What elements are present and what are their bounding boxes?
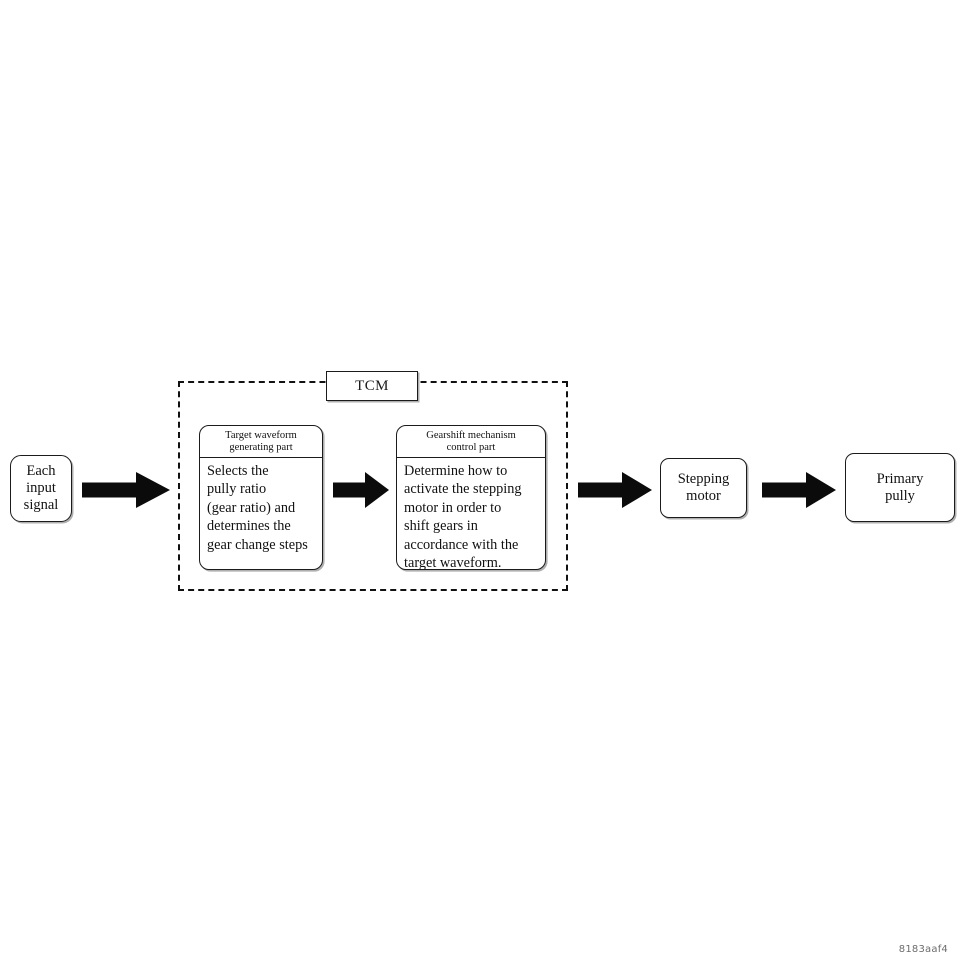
module-target-waveform-body-line-1: Selects the (207, 462, 269, 479)
module-target-waveform-header: Target waveform generating part (200, 426, 322, 458)
module-target-waveform-body-line-2: pully ratio (207, 481, 267, 498)
node-each-input-signal-line-1: Each (26, 463, 56, 480)
module-gearshift-mechanism-header: Gearshift mechanism control part (397, 426, 545, 458)
module-target-waveform-body-line-5: gear change steps (207, 536, 308, 553)
node-each-input-signal-line-3: signal (23, 496, 59, 513)
node-primary-pully[interactable]: Primary pully (845, 453, 955, 522)
module-target-waveform-generating-part[interactable]: Target waveform generating part Selects … (199, 425, 323, 570)
module-gearshift-mechanism-body-line-2: activate the stepping (404, 481, 522, 498)
tcm-group-label: TCM (326, 371, 418, 401)
node-each-input-signal-line-2: input (26, 480, 56, 497)
module-gearshift-mechanism-body-line-5: accordance with the (404, 536, 519, 553)
module-gearshift-mechanism-header-line-2: control part (446, 441, 496, 453)
node-primary-pully-line-1: Primary (876, 470, 924, 487)
module-gearshift-mechanism-body-line-1: Determine how to (404, 462, 508, 479)
module-target-waveform-header-line-2: generating part (229, 441, 293, 453)
module-target-waveform-body-line-3: (gear ratio) and (207, 499, 296, 516)
watermark-label: 8183aaf4 (898, 944, 948, 955)
module-gearshift-mechanism-header-line-1: Gearshift mechanism (426, 430, 516, 441)
node-stepping-motor[interactable]: Stepping motor (660, 458, 747, 518)
right-arrow-icon-waveform-to-gearshift (333, 472, 389, 508)
right-arrow-icon-tcm-to-stepping-motor (578, 472, 652, 508)
right-arrow-icon-stepping-motor-to-primary-pully (762, 472, 836, 508)
module-gearshift-mechanism-body-line-3: motor in order to (404, 499, 502, 516)
node-primary-pully-line-2: pully (885, 487, 915, 504)
module-gearshift-mechanism-body-line-6: target waveform. (404, 555, 502, 570)
module-gearshift-mechanism-body: Determine how to activate the stepping m… (397, 458, 545, 570)
module-target-waveform-body: Selects the pully ratio (gear ratio) and… (200, 458, 322, 570)
module-gearshift-mechanism-body-line-4: shift gears in (404, 518, 478, 535)
module-gearshift-mechanism-control-part[interactable]: Gearshift mechanism control part Determi… (396, 425, 546, 570)
right-arrow-icon-input-to-tcm (82, 472, 170, 508)
tcm-group-label-text: TCM (355, 377, 389, 394)
module-target-waveform-body-line-4: determines the (207, 518, 291, 535)
node-stepping-motor-line-1: Stepping (677, 471, 730, 488)
node-stepping-motor-line-2: motor (686, 488, 721, 504)
module-target-waveform-header-line-1: Target waveform (225, 430, 297, 441)
node-each-input-signal[interactable]: Each input signal (10, 455, 72, 522)
